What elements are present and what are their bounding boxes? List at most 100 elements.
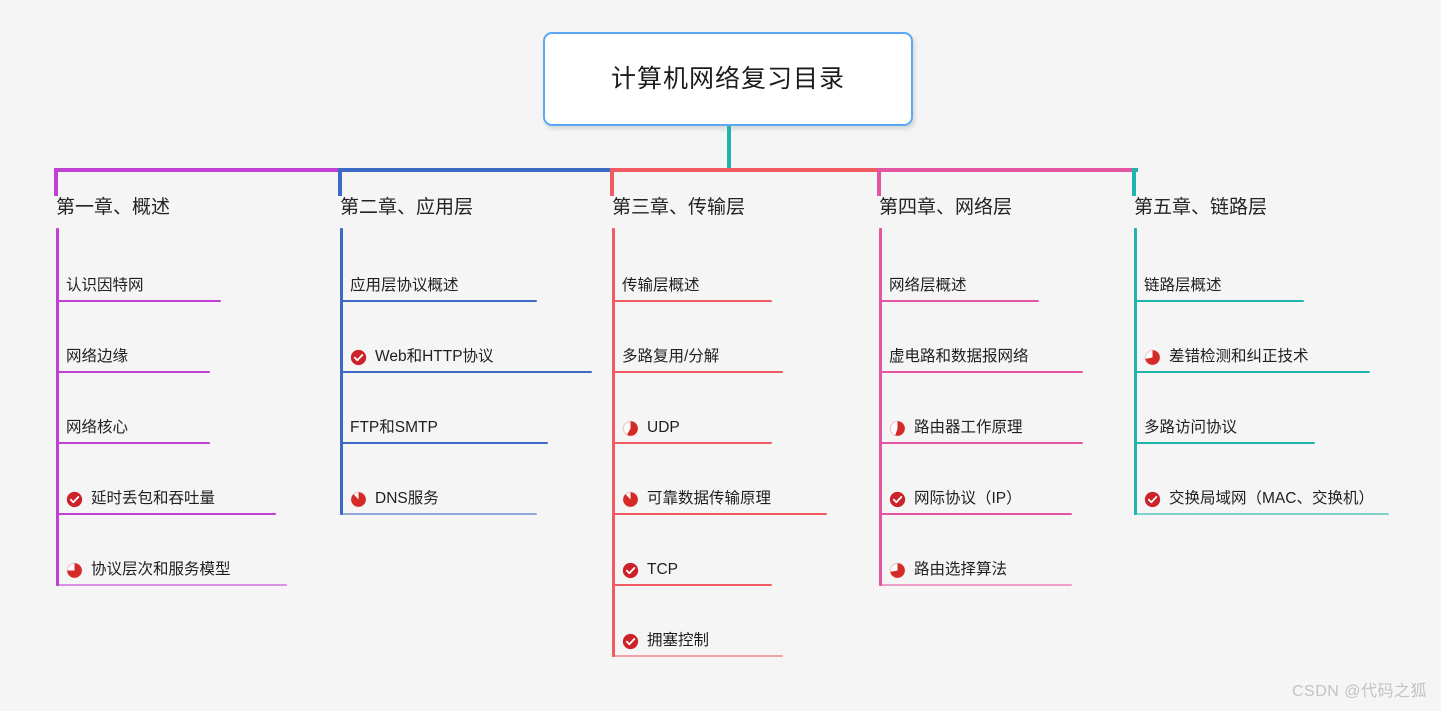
child-underline — [612, 371, 783, 373]
child-underline — [340, 513, 537, 515]
child-underline — [56, 371, 210, 373]
child-underline — [1134, 371, 1370, 373]
check-circle-icon — [622, 562, 639, 578]
child-label: 交换局域网（MAC、交换机） — [1169, 490, 1374, 507]
pie-progress-icon — [1144, 349, 1161, 365]
child-row[interactable]: 差错检测和纠正技术 — [1144, 347, 1309, 367]
child-row[interactable]: FTP和SMTP — [350, 418, 438, 438]
check-circle-icon — [350, 349, 367, 365]
child-row[interactable]: 协议层次和服务模型 — [66, 560, 231, 580]
child-label: DNS服务 — [375, 490, 439, 507]
pie-progress-icon — [66, 562, 83, 578]
child-underline — [879, 300, 1039, 302]
branch-title-chapter-1[interactable]: 第一章、概述 — [56, 197, 171, 218]
branch-stem-4 — [877, 168, 881, 196]
child-row[interactable]: 拥塞控制 — [622, 631, 709, 651]
child-label: Web和HTTP协议 — [375, 348, 494, 365]
child-label: 网络核心 — [66, 419, 129, 436]
child-row[interactable]: 路由器工作原理 — [889, 418, 1023, 438]
child-label: 差错检测和纠正技术 — [1169, 348, 1309, 365]
child-row[interactable]: 交换局域网（MAC、交换机） — [1144, 489, 1374, 509]
child-label: 网络层概述 — [889, 277, 967, 294]
child-underline — [612, 584, 772, 586]
child-row[interactable]: TCP — [622, 560, 678, 580]
child-label: UDP — [647, 419, 680, 436]
child-row[interactable]: 网络层概述 — [889, 276, 967, 296]
child-label: 应用层协议概述 — [350, 277, 459, 294]
child-underline — [612, 442, 772, 444]
child-underline — [879, 371, 1083, 373]
child-label: 协议层次和服务模型 — [91, 561, 231, 578]
branch-bar-segment-3 — [611, 168, 881, 172]
branch-title-chapter-2[interactable]: 第二章、应用层 — [340, 197, 474, 218]
child-underline — [340, 371, 592, 373]
pie-progress-icon — [350, 491, 367, 507]
child-row[interactable]: 可靠数据传输原理 — [622, 489, 771, 509]
branch-spine-chapter-4 — [879, 228, 882, 586]
branch-title-chapter-4[interactable]: 第四章、网络层 — [879, 197, 1013, 218]
child-label: 传输层概述 — [622, 277, 700, 294]
child-underline — [56, 442, 210, 444]
child-underline — [879, 513, 1072, 515]
child-label: TCP — [647, 561, 678, 578]
branch-bar-segment-2 — [339, 168, 614, 172]
check-circle-icon — [889, 491, 906, 507]
root-node-title: 计算机网络复习目录 — [610, 64, 845, 93]
branch-title-chapter-5[interactable]: 第五章、链路层 — [1134, 197, 1268, 218]
child-row[interactable]: 传输层概述 — [622, 276, 700, 296]
check-circle-icon — [66, 491, 83, 507]
child-label: 链路层概述 — [1144, 277, 1222, 294]
pie-progress-icon — [622, 491, 639, 507]
branch-title-chapter-3[interactable]: 第三章、传输层 — [612, 197, 746, 218]
pie-progress-icon — [889, 420, 906, 436]
child-row[interactable]: 应用层协议概述 — [350, 276, 459, 296]
child-row[interactable]: DNS服务 — [350, 489, 439, 509]
child-label: 网络边缘 — [66, 348, 129, 365]
child-label: 多路访问协议 — [1144, 419, 1238, 436]
child-label: 路由器工作原理 — [914, 419, 1023, 436]
child-underline — [612, 655, 783, 657]
check-circle-icon — [1144, 491, 1161, 507]
child-row[interactable]: 虚电路和数据报网络 — [889, 347, 1029, 367]
pie-progress-icon — [622, 420, 639, 436]
child-row[interactable]: 认识因特网 — [66, 276, 144, 296]
child-row[interactable]: 链路层概述 — [1144, 276, 1222, 296]
branch-stem-3 — [610, 168, 614, 196]
branch-bar-segment-4 — [878, 168, 1136, 172]
root-node[interactable]: 计算机网络复习目录 — [543, 32, 913, 126]
child-row[interactable]: 路由选择算法 — [889, 560, 1007, 580]
child-underline — [56, 300, 221, 302]
child-underline — [340, 300, 537, 302]
child-underline — [340, 442, 548, 444]
child-row[interactable]: 多路复用/分解 — [622, 347, 719, 367]
child-row[interactable]: UDP — [622, 418, 680, 438]
branch-spine-chapter-1 — [56, 228, 59, 586]
child-label: 网际协议（IP） — [914, 490, 1022, 507]
child-row[interactable]: Web和HTTP协议 — [350, 347, 494, 367]
child-label: 拥塞控制 — [647, 632, 710, 649]
check-circle-icon — [622, 633, 639, 649]
child-label: 多路复用/分解 — [622, 348, 720, 365]
child-underline — [1134, 442, 1315, 444]
child-label: 路由选择算法 — [914, 561, 1008, 578]
child-underline — [612, 513, 827, 515]
child-row[interactable]: 网际协议（IP） — [889, 489, 1022, 509]
branch-bar-segment-1 — [55, 168, 342, 172]
child-underline — [1134, 513, 1389, 515]
branch-stem-2 — [338, 168, 342, 196]
child-underline — [56, 584, 287, 586]
child-label: 虚电路和数据报网络 — [889, 348, 1029, 365]
branch-stem-1 — [54, 168, 58, 196]
child-underline — [879, 584, 1072, 586]
child-label: FTP和SMTP — [350, 419, 438, 436]
root-stem-connector — [727, 126, 731, 171]
child-row[interactable]: 网络边缘 — [66, 347, 128, 367]
child-label: 延时丢包和吞吐量 — [91, 490, 216, 507]
child-underline — [612, 300, 772, 302]
child-row[interactable]: 延时丢包和吞吐量 — [66, 489, 215, 509]
child-row[interactable]: 多路访问协议 — [1144, 418, 1237, 438]
child-row[interactable]: 网络核心 — [66, 418, 128, 438]
branch-stem-5 — [1132, 168, 1136, 196]
child-underline — [879, 442, 1083, 444]
